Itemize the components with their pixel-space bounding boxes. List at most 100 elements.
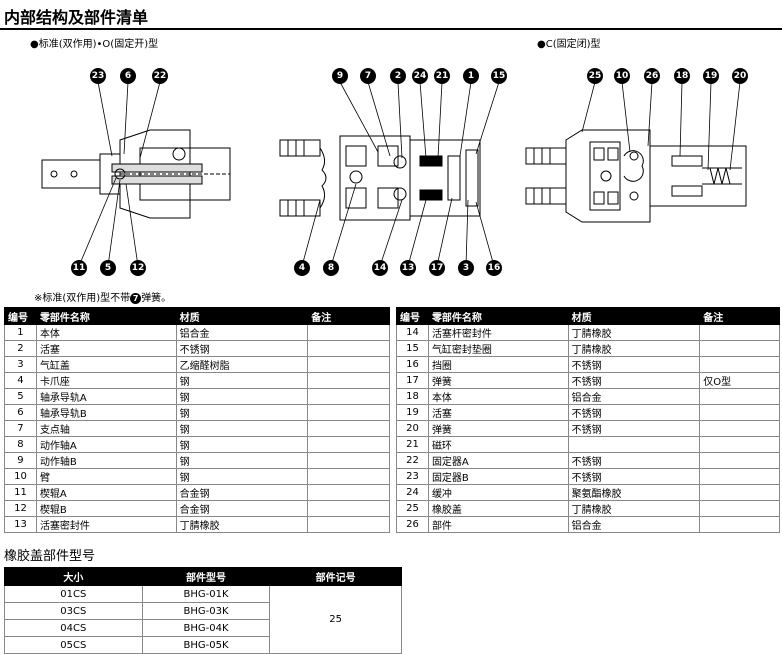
material-cell: 钢	[175, 436, 309, 453]
material-cell	[567, 436, 701, 453]
svg-text:6: 6	[125, 71, 131, 81]
material-cell: 不锈钢	[567, 356, 701, 373]
remarks-cell	[699, 340, 780, 357]
material-cell: 不锈钢	[175, 340, 309, 357]
callout-14: 14	[372, 260, 388, 276]
remarks-cell	[699, 388, 780, 405]
material-cell: 钢	[175, 420, 309, 437]
table-row: 03CS BHG-03K	[4, 602, 402, 620]
callout-8: 8	[323, 260, 339, 276]
svg-text:26: 26	[646, 71, 659, 81]
number-cell: 20	[396, 420, 429, 437]
part-name-cell: 活塞	[35, 340, 177, 357]
number-cell: 13	[4, 516, 37, 533]
part-name-cell: 活塞	[427, 404, 569, 421]
remarks-cell	[307, 356, 390, 373]
header-part-symbol: 部件记号	[269, 567, 402, 586]
remarks-cell	[699, 516, 780, 533]
number-cell: 24	[396, 484, 429, 501]
callout-18: 18	[674, 68, 690, 84]
material-cell: 丁腈橡胶	[175, 516, 309, 533]
callout-9: 9	[332, 68, 348, 84]
part-name-cell: 磁环	[427, 436, 569, 453]
number-cell: 15	[396, 340, 429, 357]
number-cell: 18	[396, 388, 429, 405]
remarks-cell: 仅O型	[699, 372, 780, 389]
svg-text:16: 16	[488, 263, 501, 273]
part-name-cell: 活塞密封件	[35, 516, 177, 533]
remarks-cell	[699, 500, 780, 517]
part-name-cell: 缓冲	[427, 484, 569, 501]
remarks-cell	[307, 420, 390, 437]
header-part-name: 零部件名称	[35, 307, 177, 325]
title-rule	[0, 28, 782, 30]
svg-text:15: 15	[493, 71, 506, 81]
closed-type-label: ●C(固定闭)型	[537, 39, 601, 50]
material-cell: 丁腈橡胶	[567, 324, 701, 341]
callout-2: 2	[390, 68, 406, 84]
rubber-cover-table: 大小 部件型号 部件记号 01CS BHG-01K 25 03CS BHG-03…	[4, 567, 402, 654]
header-size: 大小	[4, 567, 143, 586]
callout-13: 13	[400, 260, 416, 276]
size-cell: 03CS	[4, 602, 143, 620]
callout-26: 26	[644, 68, 660, 84]
svg-text:20: 20	[734, 71, 747, 81]
remarks-cell	[307, 468, 390, 485]
part-name-cell: 橡胶盖	[427, 500, 569, 517]
material-cell: 不锈钢	[567, 468, 701, 485]
svg-text:10: 10	[616, 71, 629, 81]
number-cell: 19	[396, 404, 429, 421]
part-name-cell: 部件	[427, 516, 569, 533]
header-remarks: 备注	[699, 307, 780, 325]
remarks-cell	[699, 420, 780, 437]
number-cell: 7	[4, 420, 37, 437]
part-model-cell: BHG-01K	[141, 585, 271, 603]
number-cell: 4	[4, 372, 37, 389]
callout-3: 3	[458, 260, 474, 276]
part-name-cell: 楔辊B	[35, 500, 177, 517]
callout-12: 12	[130, 260, 146, 276]
note-prefix: ※标准(双作用)型不带	[34, 293, 131, 304]
table-row: 04CS BHG-04K	[4, 619, 402, 637]
header-material: 材质	[175, 307, 309, 325]
number-cell: 25	[396, 500, 429, 517]
remarks-cell	[699, 436, 780, 453]
standard-type-label: ●标准(双作用)•O(固定开)型	[30, 39, 159, 50]
material-cell: 铝合金	[567, 516, 701, 533]
remarks-cell	[699, 468, 780, 485]
remarks-cell	[699, 452, 780, 469]
remarks-cell	[307, 436, 390, 453]
part-name-cell: 轴承导轨A	[35, 388, 177, 405]
size-cell: 05CS	[4, 636, 143, 654]
part-name-cell: 固定器A	[427, 452, 569, 469]
callout-11: 11	[71, 260, 87, 276]
svg-text:1: 1	[468, 71, 474, 81]
note-callout-7: 7	[130, 292, 142, 304]
number-cell: 14	[396, 324, 429, 341]
part-name-cell: 臂	[35, 468, 177, 485]
part-name-cell: 卡爪座	[35, 372, 177, 389]
callout-16: 16	[486, 260, 502, 276]
part-name-cell: 气缸盖	[35, 356, 177, 373]
material-cell: 钢	[175, 388, 309, 405]
callout-1: 1	[463, 68, 479, 84]
svg-text:22: 22	[154, 71, 167, 81]
material-cell: 聚氨酯橡胶	[567, 484, 701, 501]
remarks-cell	[699, 324, 780, 341]
part-name-cell: 轴承导轨B	[35, 404, 177, 421]
material-cell: 丁腈橡胶	[567, 500, 701, 517]
callout-15: 15	[491, 68, 507, 84]
header-number: 编号	[4, 307, 37, 325]
part-name-cell: 固定器B	[427, 468, 569, 485]
number-cell: 10	[4, 468, 37, 485]
note-suffix: 弹簧。	[141, 293, 172, 304]
